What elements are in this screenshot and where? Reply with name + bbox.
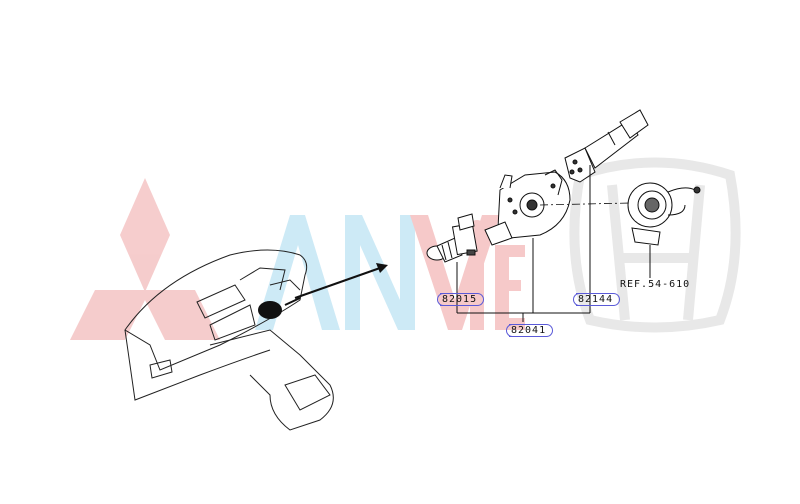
pointer-arrow: [294, 263, 388, 299]
part-82144-stalk-switch: [564, 109, 649, 183]
part-82015-lever-switch: [426, 213, 478, 263]
center-axis-line: [539, 202, 631, 206]
part-82041-combination-switch-body: [484, 169, 571, 246]
dashboard-illustration: [124, 249, 334, 431]
clock-spring-ref-part: [627, 182, 701, 246]
reference-label[interactable]: REF.54-610: [620, 279, 691, 290]
switch-location-marker: [258, 301, 282, 319]
h-emblem-watermark: [569, 157, 741, 333]
part-label-82015[interactable]: 82015: [436, 293, 485, 306]
part-label-82041[interactable]: 82041: [505, 324, 554, 337]
three-diamond-logo-watermark: [70, 178, 220, 340]
part-label-82144[interactable]: 82144: [572, 293, 621, 306]
leader-lines: [456, 165, 651, 322]
